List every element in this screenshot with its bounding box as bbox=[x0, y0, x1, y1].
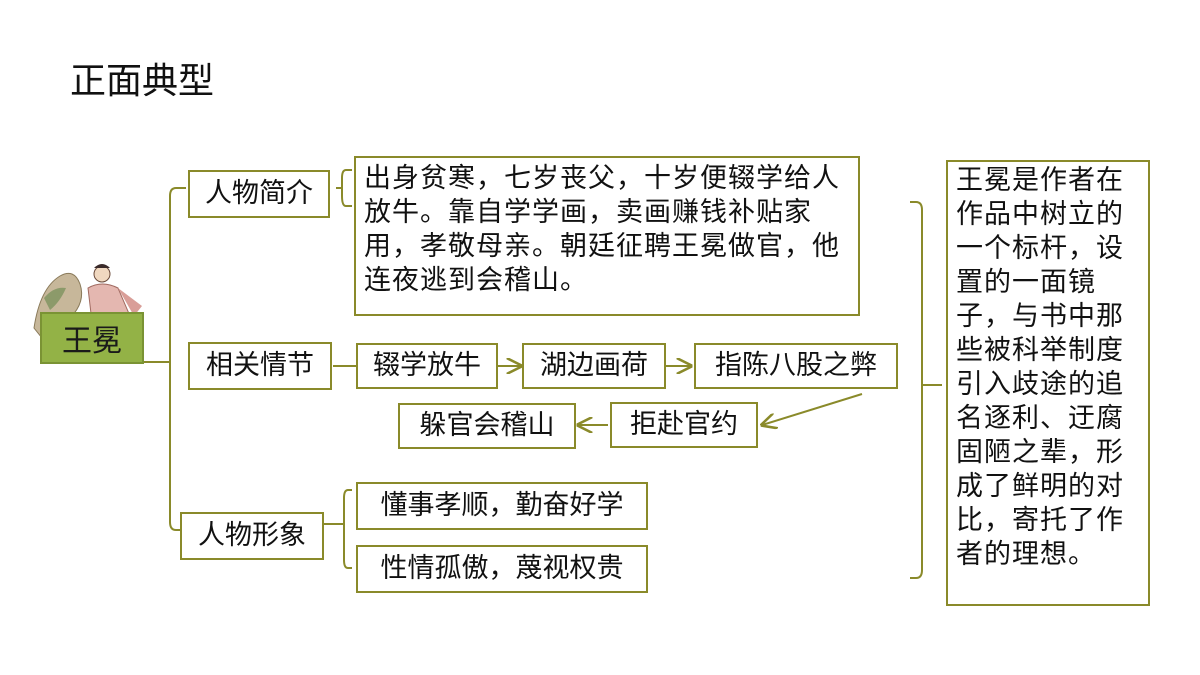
category-character-image: 人物形象 bbox=[180, 512, 324, 560]
category-character-intro: 人物简介 bbox=[188, 170, 330, 218]
trait-2: 性情孤傲，蔑视权贵 bbox=[356, 545, 648, 593]
plot-step-5: 躲官会稽山 bbox=[398, 403, 576, 449]
summary-box: 王冕是作者在作品中树立的一个标杆，设置的一面镜子，与书中那些被科举制度引入歧途的… bbox=[946, 160, 1150, 606]
plot-step-2: 湖边画荷 bbox=[522, 343, 666, 389]
trait-1: 懂事孝顺，勤奋好学 bbox=[356, 482, 648, 530]
category-related-plot: 相关情节 bbox=[188, 342, 332, 390]
plot-step-4: 拒赴官约 bbox=[610, 402, 758, 448]
root-node-wang-mian: 王冕 bbox=[40, 312, 144, 364]
page-title: 正面典型 bbox=[70, 61, 215, 102]
intro-paragraph: 出身贫寒，七岁丧父，十岁便辍学给人放牛。靠自学学画，卖画赚钱补贴家用，孝敬母亲。… bbox=[354, 156, 860, 316]
plot-step-1: 辍学放牛 bbox=[356, 343, 498, 389]
plot-step-3: 指陈八股之弊 bbox=[694, 343, 898, 389]
